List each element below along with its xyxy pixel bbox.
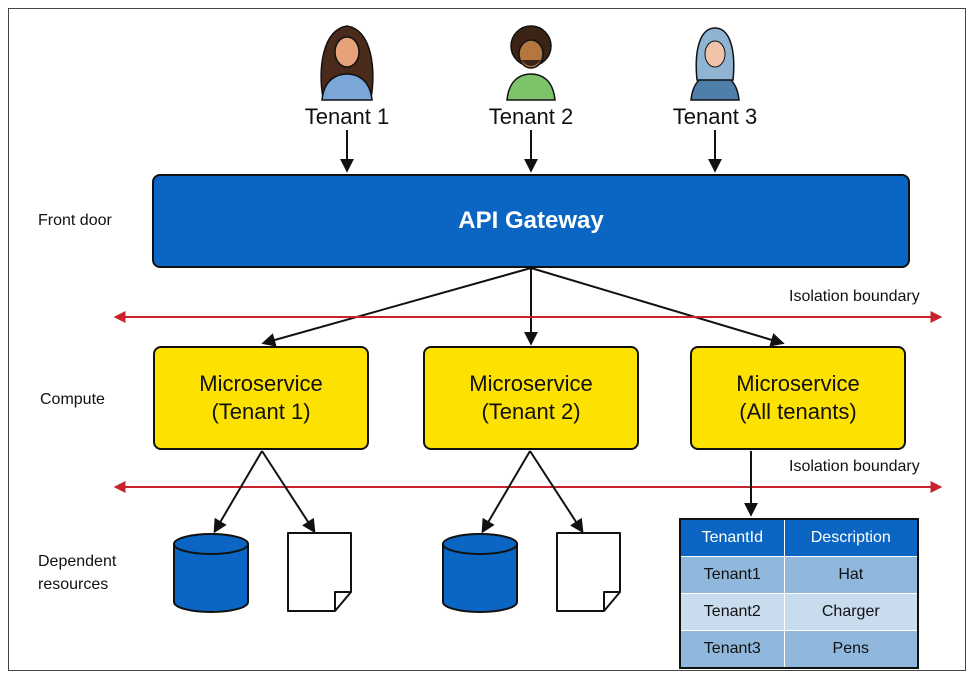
table-row: Tenant1 Hat: [680, 556, 919, 594]
arrow-ms2-document: [529, 450, 584, 534]
table-cell: Tenant3: [680, 630, 785, 668]
tenant-1-label: Tenant 1: [304, 104, 390, 129]
tenant-3-label: Tenant 3: [672, 104, 758, 129]
document-icon: [556, 532, 621, 612]
arrow-gateway-ms1: [261, 267, 532, 347]
man-curly-hair-beard-avatar: [506, 25, 556, 101]
microservice-scope: (All tenants): [739, 399, 857, 424]
microservice-title: Microservice: [469, 371, 593, 396]
api-gateway-box: API Gateway: [152, 174, 910, 268]
microservice-tenant-1-box: Microservice (Tenant 1): [153, 346, 369, 450]
api-gateway-label: API Gateway: [458, 207, 604, 234]
document-icon: [287, 532, 352, 612]
table-header-row: TenantId Description: [680, 519, 919, 557]
front-door-label: Front door: [38, 212, 112, 229]
microservice-title: Microservice: [199, 371, 323, 396]
microservice-scope: (Tenant 1): [211, 399, 311, 424]
database-icon: [442, 533, 518, 613]
woman-hijab-avatar: [690, 27, 740, 101]
tenant-data-table: TenantId Description Tenant1 Hat Tenant2…: [679, 518, 919, 669]
table-header-description: Description: [784, 519, 919, 557]
table-cell: Charger: [784, 593, 919, 631]
microservice-scope: (Tenant 2): [481, 399, 581, 424]
diagram-frame: [8, 8, 966, 671]
table-cell: Tenant2: [680, 593, 785, 631]
arrow-ms2-database: [481, 450, 531, 534]
table-row: Tenant3 Pens: [680, 630, 919, 668]
dependent-resources-label-line2: resources: [38, 576, 109, 593]
microservice-all-tenants-box: Microservice (All tenants): [690, 346, 906, 450]
microservice-title: Microservice: [736, 371, 860, 396]
compute-label: Compute: [40, 391, 105, 408]
arrow-ms1-database: [213, 450, 263, 534]
table-cell: Tenant1: [680, 556, 785, 594]
isolation-boundary-top-label: Isolation boundary: [789, 288, 920, 305]
table-header-tenantid: TenantId: [680, 519, 785, 557]
microservice-tenant-2-box: Microservice (Tenant 2): [423, 346, 639, 450]
arrow-ms1-document: [261, 450, 316, 534]
isolation-boundary-bottom-label: Isolation boundary: [789, 458, 920, 475]
table-cell: Hat: [784, 556, 919, 594]
dependent-resources-label-line1: Dependent: [38, 553, 117, 570]
arrow-gateway-ms3: [530, 267, 785, 347]
table-cell: Pens: [784, 630, 919, 668]
tenant-2-label: Tenant 2: [488, 104, 574, 129]
woman-long-hair-avatar: [320, 25, 374, 101]
database-icon: [173, 533, 249, 613]
table-row: Tenant2 Charger: [680, 593, 919, 631]
